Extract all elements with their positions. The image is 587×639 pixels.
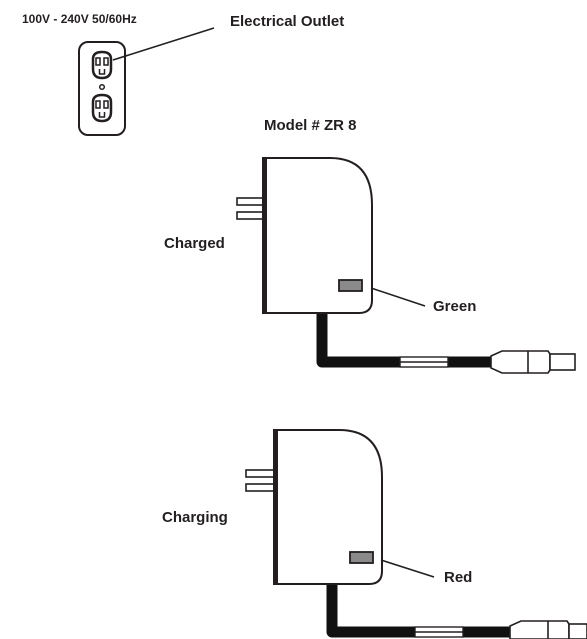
outlet-receptacle-top	[91, 50, 113, 80]
led-indicator-green	[338, 279, 363, 292]
led-leader-line	[380, 559, 435, 578]
model-number: Model # ZR 8	[264, 117, 357, 134]
prong-lower	[245, 483, 275, 492]
adapter-body	[262, 157, 373, 314]
charger-charging	[245, 429, 587, 639]
adapter-back-plate	[274, 430, 278, 584]
power-cord	[326, 584, 530, 638]
charging-state-label: Charging	[162, 509, 228, 526]
power-cord	[316, 312, 512, 368]
outlet-screw	[98, 83, 106, 91]
outlet-title: Electrical Outlet	[230, 13, 345, 30]
charged-state-label: Charged	[164, 235, 225, 252]
prong-upper	[236, 197, 264, 206]
led-leader-line	[370, 287, 426, 307]
charger-charged	[236, 157, 576, 374]
green-led-label: Green	[433, 298, 477, 315]
barrel-plug	[490, 350, 551, 374]
barrel-plug	[509, 620, 570, 639]
cord-strain-relief	[399, 356, 449, 368]
electrical-outlet	[78, 41, 126, 136]
cord-strain-relief	[414, 626, 464, 638]
adapter-back-plate	[263, 158, 267, 313]
plug-tip	[549, 353, 576, 371]
led-indicator-red	[349, 551, 374, 564]
plug-tip	[568, 623, 587, 639]
outlet-voltage-label: 100V - 240V 50/60Hz	[22, 12, 137, 26]
prong-upper	[245, 469, 275, 478]
adapter-body	[273, 429, 383, 585]
prong-lower	[236, 211, 264, 220]
outlet-leader-line	[112, 27, 215, 61]
outlet-receptacle-bottom	[91, 93, 113, 123]
red-led-label: Red	[444, 569, 473, 586]
